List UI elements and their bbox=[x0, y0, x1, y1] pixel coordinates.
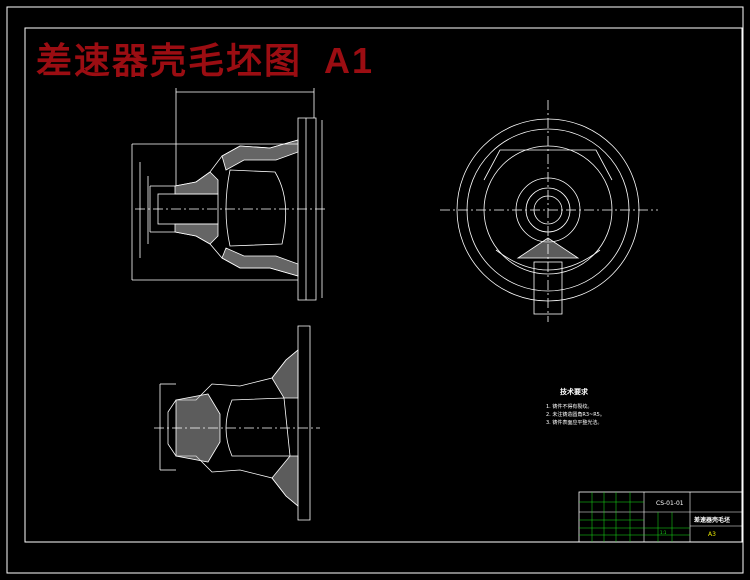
technical-requirements: 技术要求 1. 铸件不得有裂纹。 2. 未注铸造圆角R3~R5。 3. 铸件表面… bbox=[546, 388, 605, 427]
section-view bbox=[131, 88, 325, 301]
title-block-drawing-no: CS-01-01 bbox=[656, 500, 684, 507]
end-view bbox=[440, 100, 658, 322]
tech-note-item: 2. 未注铸造圆角R3~R5。 bbox=[546, 412, 605, 418]
lower-section-view bbox=[154, 325, 320, 521]
sheet-size-label: A1 bbox=[324, 40, 375, 81]
title-block-sheet-size: A3 bbox=[708, 531, 716, 538]
inner-border bbox=[24, 27, 743, 543]
title-block bbox=[578, 491, 743, 543]
outer-border bbox=[6, 6, 744, 574]
drawing-title-text: 差速器壳毛坯图 bbox=[36, 41, 303, 82]
drawing-title: 差速器壳毛坯图 A1 bbox=[36, 32, 374, 84]
title-block-part-name: 差速器壳毛坯 bbox=[694, 517, 731, 524]
tech-note-item: 3. 铸件表面应平整光洁。 bbox=[546, 420, 603, 426]
tech-notes-heading: 技术要求 bbox=[560, 388, 588, 396]
tech-note-item: 1. 铸件不得有裂纹。 bbox=[546, 404, 593, 410]
title-block-scale: 1:1 bbox=[660, 530, 667, 535]
